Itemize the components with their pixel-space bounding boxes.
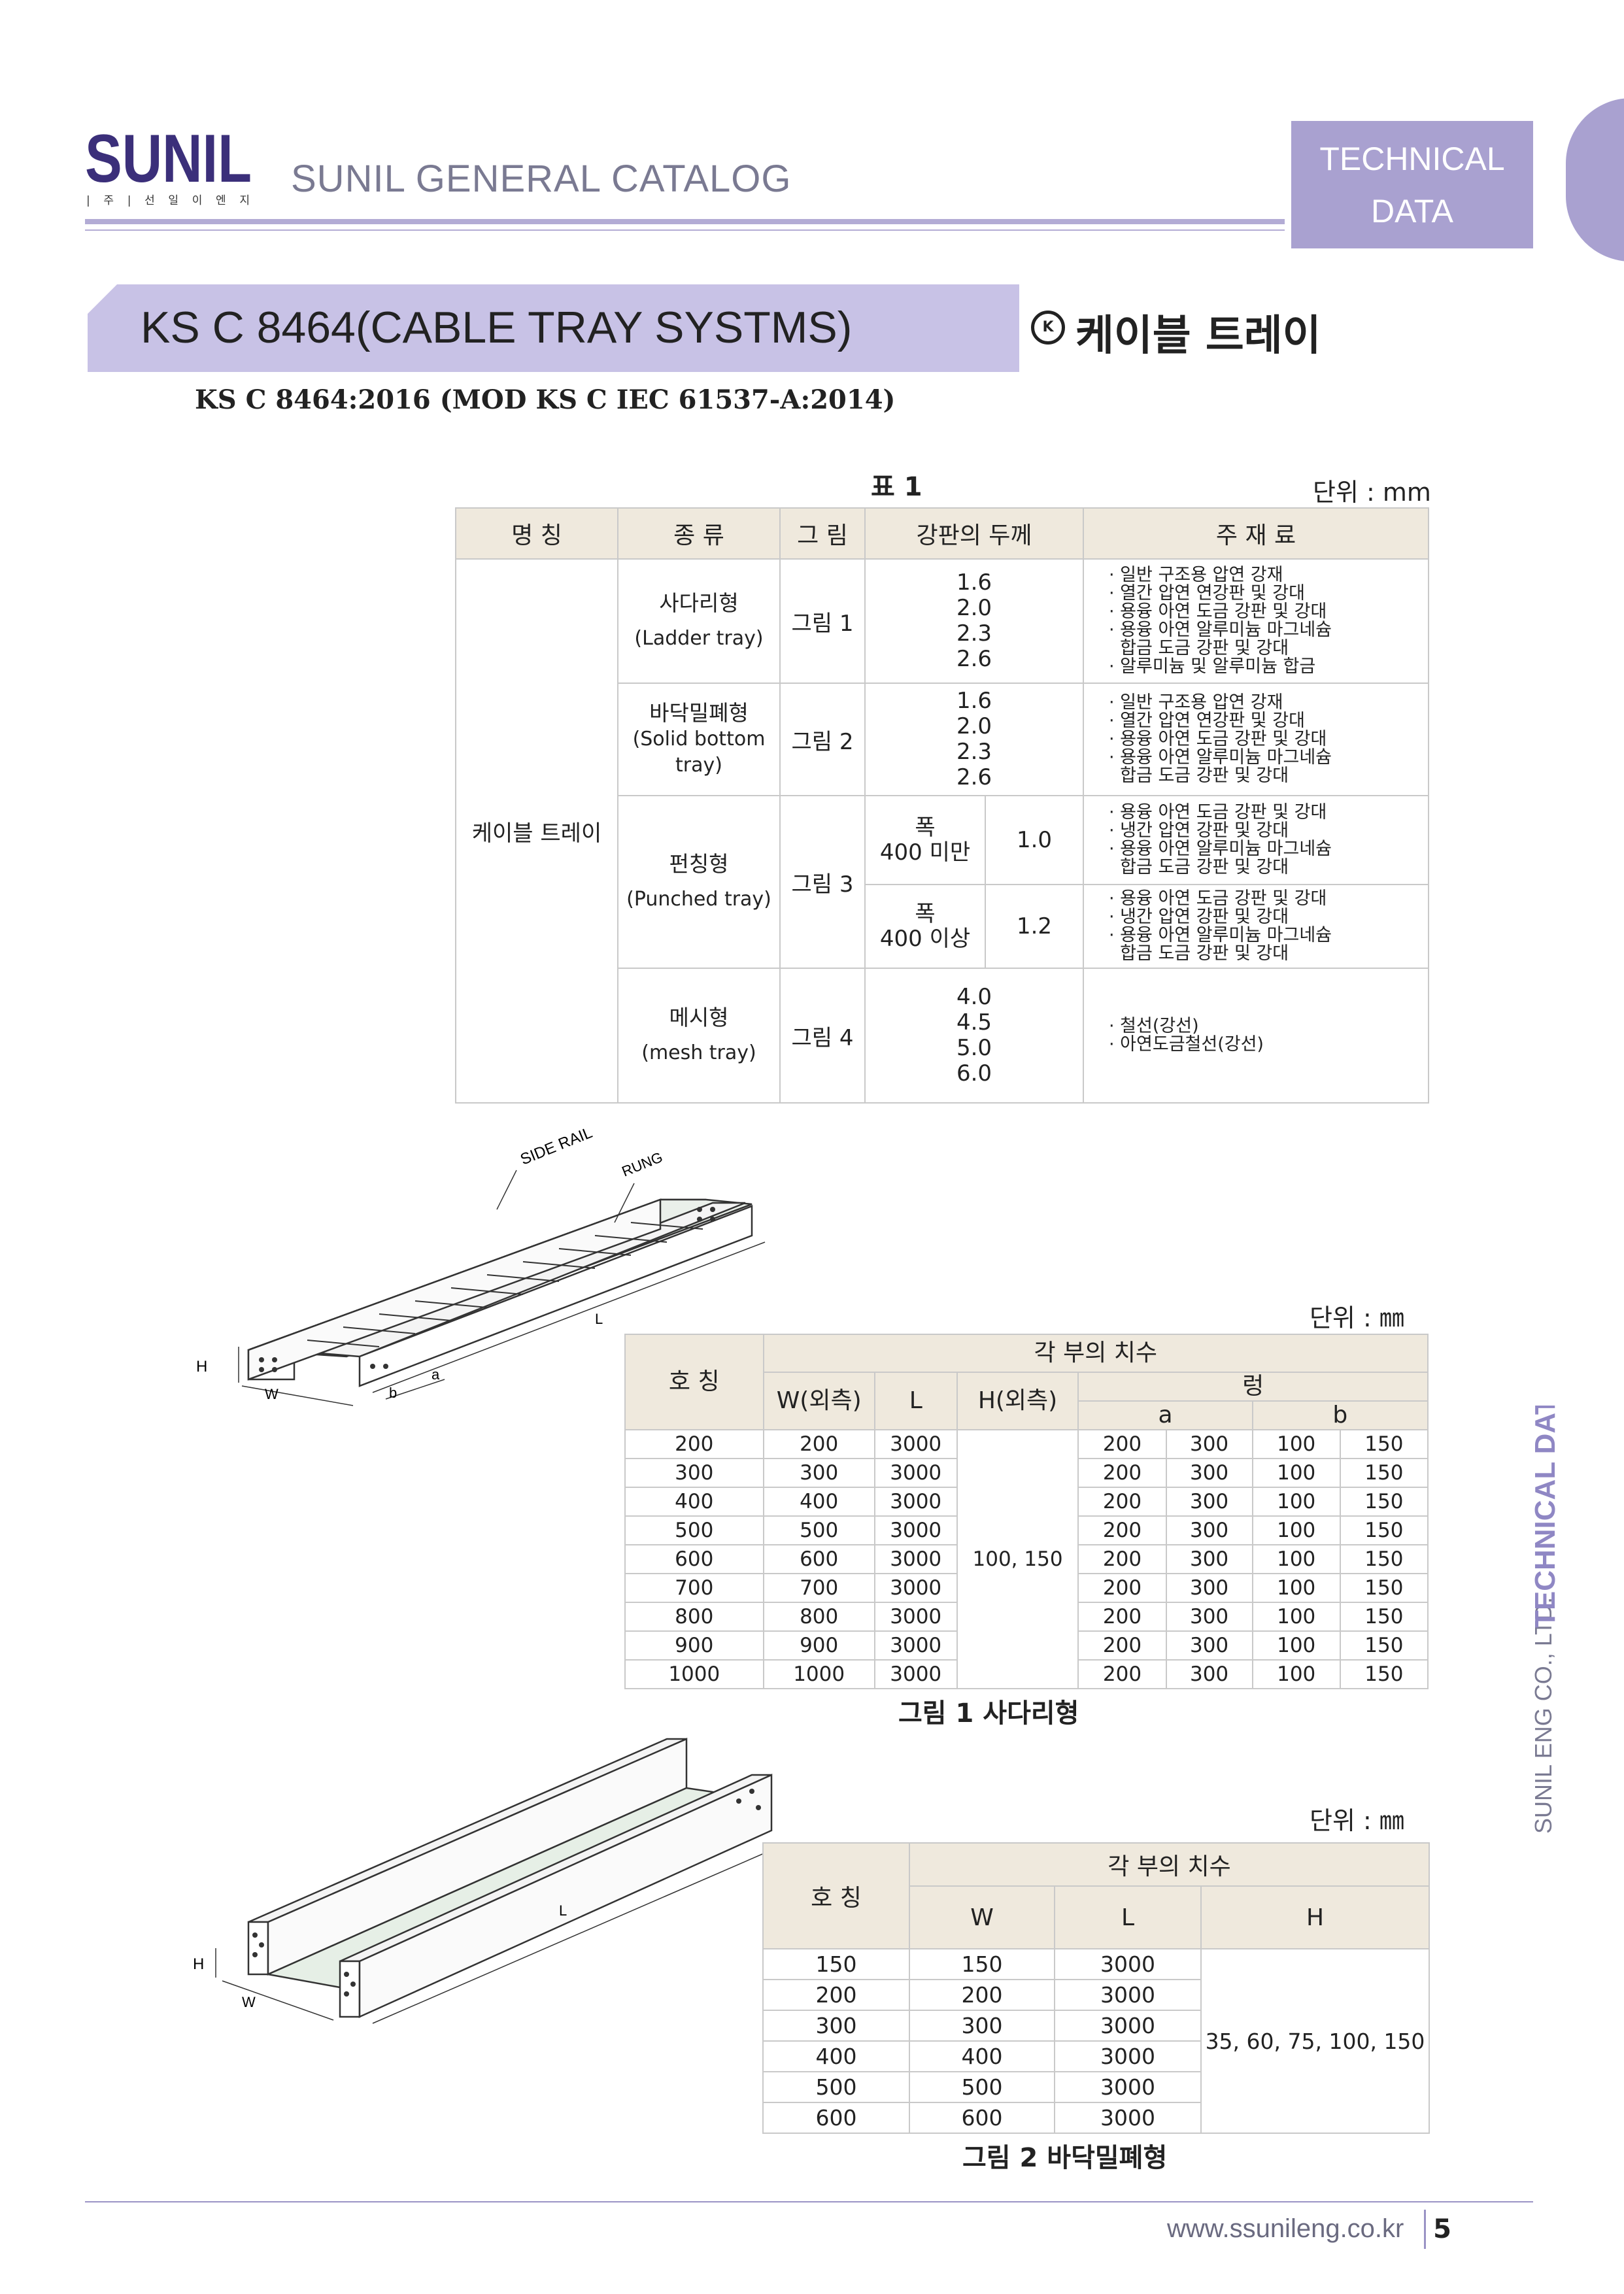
th-b: b [1251,1400,1429,1430]
th-name: 명 칭 [455,507,618,560]
ladder-figure: 그림 1 [779,558,866,684]
technical-data-tab: TECHNICAL DATA [1291,121,1533,248]
standard-reference: KS C 8464:2016 (MOD KS C IEC 61537-A:201… [195,384,896,415]
sunil-logo: SUNIL | 주 | 선 일 이 엔 지 [85,124,252,207]
logo-text: SUNIL [85,124,252,197]
catalog-title: SUNIL GENERAL CATALOG [291,158,792,200]
tab-line-2: DATA [1371,193,1453,229]
punched-materials-over: · 용융 아연 도금 강판 및 강대· 냉간 압연 강판 및 강대· 용융 아연… [1083,884,1430,969]
h-value-cell: 100, 150 [956,1429,1079,1689]
logo-subtext: | 주 | 선 일 이 엔 지 [86,194,250,207]
table2-unit: 단위 : ㎜ [1310,1304,1404,1332]
footer-url[interactable]: www.ssunileng.co.kr [1167,2214,1404,2243]
figure2-caption: 그림 2 바닥밀폐형 [962,2143,1168,2173]
th-w-2: W [909,1885,1055,1949]
solid-figure: 그림 2 [779,683,866,796]
dim-l-label-2: L [559,1902,567,1919]
th-dims: 각 부의 치수 [762,1334,1429,1373]
side-section: TECHNICAL DATA [1529,1406,1561,1628]
punched-figure: 그림 3 [779,795,866,969]
th-a: a [1077,1400,1253,1430]
title-bar [88,284,1019,372]
solid-tray-drawing: L H W [193,1738,773,2024]
th-kind: 종 류 [617,507,781,560]
th-l-2: L [1054,1885,1202,1949]
th-thickness: 강판의 두께 [864,507,1085,560]
th-figure: 그 림 [779,507,866,560]
table3-unit: 단위 : ㎜ [1310,1806,1404,1835]
section-tab-marker [1566,98,1624,261]
th-w: W(외측) [762,1372,875,1430]
table1-unit: 단위 : mm [1313,478,1431,507]
dim-b-label: b [389,1385,397,1401]
tab-line-1: TECHNICAL [1319,141,1505,177]
side-vertical-label: SUNIL ENG CO., LTD. TECHNICAL DATA [1529,1406,1561,1834]
page-title-korean: 케이블 트레이 [1075,312,1321,360]
h-value-cell-2: 35, 60, 75, 100, 150 [1200,1948,1430,2134]
figure1-caption: 그림 1 사다리형 [898,1698,1079,1729]
dim-h-label: H [196,1358,207,1375]
th-rung: 렁 [1077,1372,1429,1402]
table1-caption: 표 1 [871,472,922,502]
title-notch [88,284,117,314]
ladder-tray-drawing: SIDE RAIL RUNG L H W a b [196,1124,766,1406]
th-nominal-2: 호 칭 [762,1842,910,1949]
ladder-materials: · 일반 구조용 압연 강재· 열간 압연 연강판 및 강대· 용융 아연 도금… [1083,558,1430,684]
punched-thickness-under: 1.0 [984,795,1085,885]
dim-a-label: a [431,1366,440,1383]
header-divider [85,219,1285,224]
punched-kind: 펀칭형(Punched tray) [617,795,781,969]
ks-mark-icon: K [1031,311,1065,345]
side-rail-label: SIDE RAIL [518,1124,595,1169]
rung-label: RUNG [620,1149,665,1179]
th-nominal: 호 칭 [624,1334,764,1430]
footer-divider [85,2201,1533,2202]
category-cell: 케이블 트레이 [455,558,618,1104]
th-dims-2: 각 부의 치수 [909,1842,1430,1887]
mesh-materials: · 철선(강선)· 아연도금철선(강선) [1083,968,1430,1104]
punched-materials-under: · 용융 아연 도금 강판 및 강대· 냉간 압연 강판 및 강대· 용융 아연… [1083,795,1430,885]
solid-kind: 바닥밀폐형(Solid bottom tray) [617,683,781,796]
solid-materials: · 일반 구조용 압연 강재· 열간 압연 연강판 및 강대· 용융 아연 도금… [1083,683,1430,796]
dim-w-label-2: W [242,1994,256,2010]
dim-h-label-2: H [193,1955,204,1973]
th-l: L [873,1372,958,1430]
mesh-figure: 그림 4 [779,968,866,1104]
page-title: KS C 8464(CABLE TRAY SYSTMS) [141,303,853,352]
th-h-2: H [1200,1885,1430,1949]
side-company: SUNIL ENG CO., LTD. [1530,1597,1557,1834]
th-material: 주 재 료 [1083,507,1430,560]
punched-thickness-over: 1.2 [984,884,1085,969]
th-h: H(외측) [956,1372,1079,1430]
dim-l-label: L [595,1311,603,1327]
mesh-kind: 메시형(mesh tray) [617,968,781,1104]
page-number: 5 [1424,2210,1459,2249]
header-divider-thin [85,229,1285,231]
dim-w-label: W [265,1386,279,1402]
ladder-kind: 사다리형(Ladder tray) [617,558,781,684]
table1: 명 칭 종 류 그 림 강판의 두께 주 재 료 케이블 트레이 사다리형(La… [455,507,1430,1104]
